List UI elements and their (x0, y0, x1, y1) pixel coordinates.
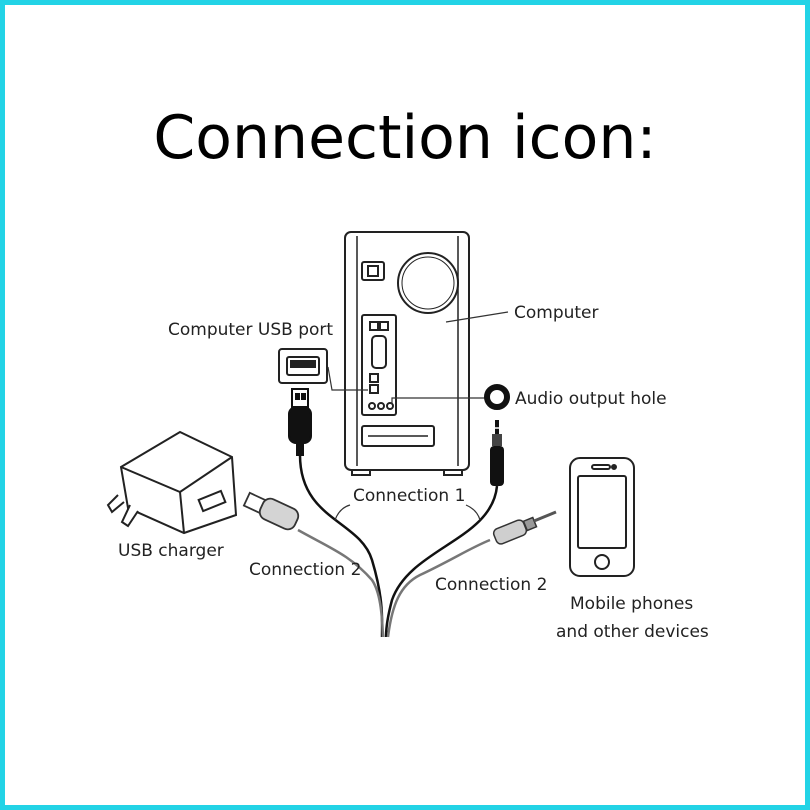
audio-jack-right-icon (492, 510, 557, 545)
label-usb-charger: USB charger (118, 541, 224, 561)
label-audio-output-hole: Audio output hole (515, 389, 667, 409)
mobile-phone-icon (569, 457, 635, 577)
connection-2-cables (297, 528, 491, 638)
leader-lines (327, 311, 509, 404)
label-connection-2-left: Connection 2 (249, 560, 361, 580)
label-computer: Computer (514, 303, 599, 323)
usb-charger-icon (106, 430, 238, 535)
label-computer-usb-port: Computer USB port (168, 320, 333, 340)
usb-plug-icon (288, 388, 312, 456)
connection-1-marks (334, 504, 481, 521)
label-connection-1: Connection 1 (353, 486, 465, 506)
label-mobile-line-2: and other devices (556, 622, 709, 642)
audio-jack-icon (490, 420, 504, 486)
label-mobile-line-1: Mobile phones (570, 594, 693, 614)
usb-plug-left-icon (242, 491, 300, 531)
audio-hole-icon (484, 384, 510, 410)
computer-tower-icon (344, 231, 470, 476)
label-connection-2-right: Connection 2 (435, 575, 547, 595)
page-title: Connection icon: (153, 103, 657, 173)
usb-port-icon (278, 348, 328, 384)
